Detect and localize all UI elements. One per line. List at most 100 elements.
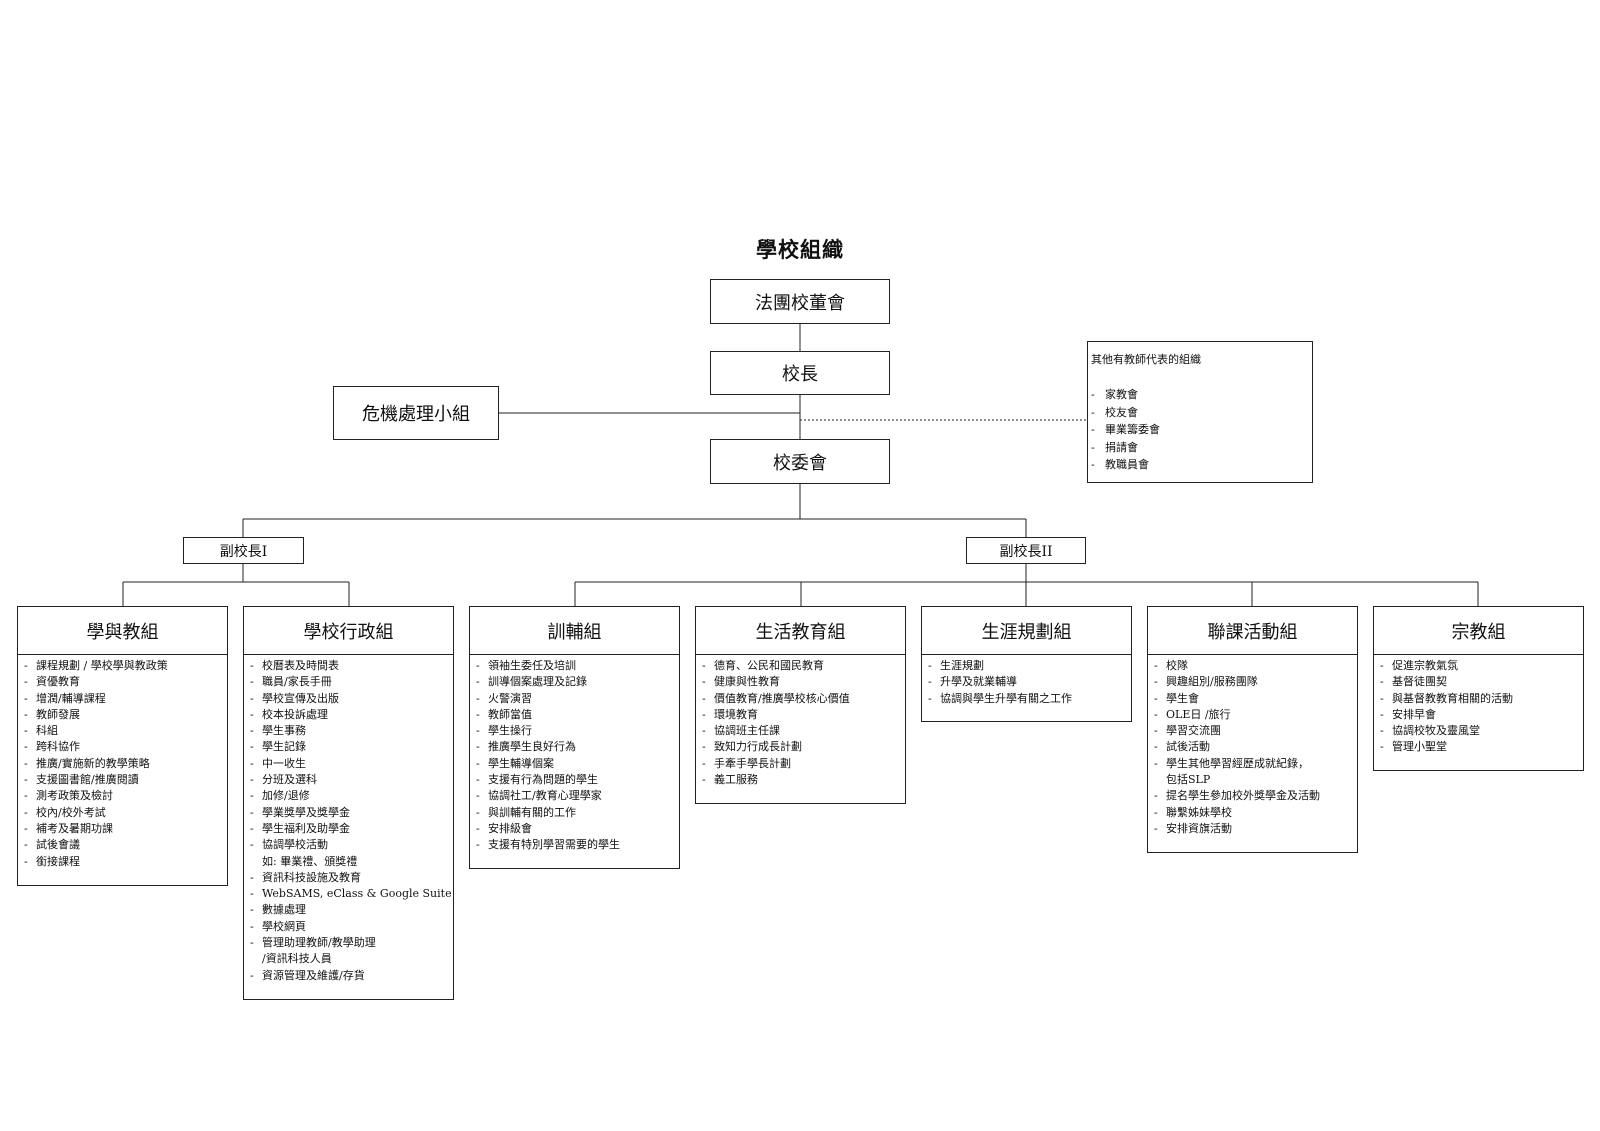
school-council-label: 校委會 (773, 452, 827, 474)
principal-label: 校長 (782, 364, 818, 385)
vice-principal-1-label: 副校長I (219, 543, 268, 560)
dept-item: 教師當值 (476, 707, 675, 724)
dept-title: 訓輔組 (470, 607, 679, 655)
dept-item: 與訓輔有關的工作 (476, 805, 675, 822)
dept-item: 包括SLP (1166, 773, 1211, 787)
dept-item: 學習交流團 (1154, 723, 1353, 740)
dept-item: 基督徒團契 (1380, 674, 1579, 691)
crisis-team-box: 危機處理小組 (333, 386, 499, 440)
dept-item: 學生其他學習經歷成就紀錄， (1154, 756, 1353, 773)
vice-principal-2-box: 副校長II (966, 537, 1086, 564)
dept-item: 如: 畢業禮、頒獎禮 (262, 854, 358, 868)
dept-item: 提名學生參加校外獎學金及活動 (1154, 788, 1353, 805)
dept-title: 學與教組 (18, 607, 227, 655)
dept-item: 分班及選科 (250, 772, 449, 789)
dept-item: 健康與性教育 (702, 674, 901, 691)
dept-item: 職員/家長手冊 (250, 674, 449, 691)
dept-item: 補考及暑期功課 (24, 821, 223, 838)
dept-item: 安排級會 (476, 821, 675, 838)
dept-item: 興趣組別/服務團隊 (1154, 674, 1353, 691)
dept-item: 增潤/輔導課程 (24, 691, 223, 708)
dept-item: 學生福利及助學金 (250, 821, 449, 838)
chart-title: 學校組織 (756, 237, 844, 262)
other-orgs-box: 其他有教師代表的組織 家教會 校友會 畢業籌委會 捐請會 教職員會 (1087, 341, 1313, 483)
dept-item: 學生事務 (250, 723, 449, 740)
dept-item: 火警演習 (476, 691, 675, 708)
dept-item: 學校網頁 (250, 919, 449, 936)
dept-item: 推廣/實施新的教學策略 (24, 756, 223, 773)
dept-item: 協調校牧及靈風堂 (1380, 723, 1579, 740)
dept-box-learning-teaching: 學與教組 課程規劃 / 學校學與教政策 資優教育 增潤/輔導課程 教師發展 科組… (17, 606, 228, 886)
dept-item: OLE日 /旅行 (1154, 707, 1353, 724)
other-org-item: 家教會 (1091, 386, 1308, 404)
dept-item: 推廣學生良好行為 (476, 739, 675, 756)
dept-item: 管理小聖堂 (1380, 739, 1579, 756)
dept-item: 致知力行成長計劃 (702, 739, 901, 756)
other-org-item: 捐請會 (1091, 439, 1308, 457)
other-org-item: 教職員會 (1091, 456, 1308, 474)
dept-item: 聯繫姊妹學校 (1154, 805, 1353, 822)
dept-item: 跨科協作 (24, 739, 223, 756)
dept-item: 資訊科技設施及教育 (250, 870, 449, 887)
dept-item: 中一收生 (250, 756, 449, 773)
dept-box-discipline-guidance: 訓輔組 領袖生委任及培訓 訓導個案處理及記錄 火警演習 教師當值 學生操行 推廣… (469, 606, 680, 869)
dept-item: 科組 (24, 723, 223, 740)
dept-title: 生活教育組 (696, 607, 905, 655)
dept-item: 教師發展 (24, 707, 223, 724)
dept-item: 訓導個案處理及記錄 (476, 674, 675, 691)
dept-item: 與基督教教育相關的活動 (1380, 691, 1579, 708)
dept-item: 試後活動 (1154, 739, 1353, 756)
dept-item: 學生會 (1154, 691, 1353, 708)
dept-item: 價值教育/推廣學校核心價值 (702, 691, 901, 708)
dept-item: 資源管理及維護/存貨 (250, 968, 449, 985)
dept-item: 環境教育 (702, 707, 901, 724)
dept-item: 義工服務 (702, 772, 901, 789)
dept-item: 協調與學生升學有關之工作 (928, 691, 1127, 708)
board-label: 法團校董會 (755, 292, 845, 314)
dept-item: 學生記錄 (250, 739, 449, 756)
dept-item: 校曆表及時間表 (250, 658, 449, 675)
dept-box-life-education: 生活教育組 德育、公民和國民教育 健康與性教育 價值教育/推廣學校核心價值 環境… (695, 606, 906, 804)
dept-item: 管理助理教師/教學助理 (250, 935, 449, 952)
dept-item: 德育、公民和國民教育 (702, 658, 901, 675)
dept-item: 協調班主任課 (702, 723, 901, 740)
dept-title: 學校行政組 (244, 607, 453, 655)
dept-item: 支援有行為問題的學生 (476, 772, 675, 789)
dept-item: 資優教育 (24, 674, 223, 691)
dept-item: 協調學校活動 (250, 837, 449, 854)
board-box: 法團校董會 (710, 279, 890, 324)
dept-title: 生涯規劃組 (922, 607, 1131, 655)
dept-item: 校隊 (1154, 658, 1353, 675)
dept-item: 領袖生委任及培訓 (476, 658, 675, 675)
dept-item: 學業獎學及獎學金 (250, 805, 449, 822)
dept-item: 銜接課程 (24, 854, 223, 871)
dept-item: 校本投訴處理 (250, 707, 449, 724)
dept-item: 校內/校外考試 (24, 805, 223, 822)
vice-principal-2-label: 副校長II (999, 543, 1053, 560)
dept-item: 課程規劃 / 學校學與教政策 (24, 658, 223, 675)
dept-item: 加修/退修 (250, 788, 449, 805)
crisis-team-label: 危機處理小組 (362, 404, 470, 425)
dept-box-religious: 宗教組 促進宗教氣氛 基督徒團契 與基督教教育相關的活動 安排早會 協調校牧及靈… (1373, 606, 1584, 771)
dept-item: 升學及就業輔導 (928, 674, 1127, 691)
dept-item: 試後會議 (24, 837, 223, 854)
dept-title: 宗教組 (1374, 607, 1583, 655)
dept-item: 促進宗教氣氛 (1380, 658, 1579, 675)
dept-box-career-planning: 生涯規劃組 生涯規劃 升學及就業輔導 協調與學生升學有關之工作 (921, 606, 1132, 722)
other-orgs-heading: 其他有教師代表的組織 (1091, 353, 1201, 366)
dept-item: 支援有特別學習需要的學生 (476, 837, 675, 854)
other-org-item: 校友會 (1091, 404, 1308, 422)
dept-item: 生涯規劃 (928, 658, 1127, 675)
dept-item: /資訊科技人員 (262, 952, 332, 966)
school-council-box: 校委會 (710, 439, 890, 484)
dept-box-extracurricular: 聯課活動組 校隊 興趣組別/服務團隊 學生會 OLE日 /旅行 學習交流團 試後… (1147, 606, 1358, 853)
dept-item: 安排早會 (1380, 707, 1579, 724)
dept-item: 測考政策及檢討 (24, 788, 223, 805)
other-org-item: 畢業籌委會 (1091, 421, 1308, 439)
dept-box-school-admin: 學校行政組 校曆表及時間表 職員/家長手冊 學校宣傳及出版 校本投訴處理 學生事… (243, 606, 454, 1000)
principal-box: 校長 (710, 351, 890, 395)
dept-item: 學生操行 (476, 723, 675, 740)
dept-item: 支援圖書館/推廣閱讀 (24, 772, 223, 789)
